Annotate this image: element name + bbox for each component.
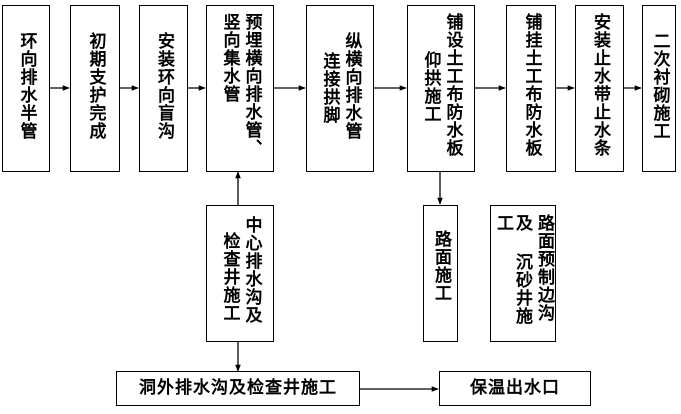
node-text: 保温出水口 — [470, 378, 560, 398]
node-central-drain: 中心排水沟及 检查井施工 — [206, 205, 274, 342]
node-text-col: 竖向集水管 — [219, 13, 240, 103]
node-text-col: 及 沉砂井施工 — [493, 214, 532, 325]
node-text-col: 铺挂土工布防水板 — [521, 13, 542, 157]
node-insulated-outlet: 保温出水口 — [439, 371, 591, 406]
node-embed-pipes: 预埋横向排水管、 竖向集水管 — [206, 5, 274, 172]
node-text-col: 环向排水半管 — [16, 32, 37, 140]
node-side-ditch: 路面预制边沟 及 沉砂井施工 — [490, 205, 556, 342]
node-waterstop: 安装止水带止水条 — [575, 5, 624, 172]
node-drainage-half-pipe: 环向排水半管 — [2, 5, 50, 172]
node-text-col: 铺设土工布防水板 — [442, 13, 463, 157]
node-text-col: 仰拱施工 — [420, 51, 441, 123]
node-longitudinal-pipes: 纵横向排水管 连接拱脚 — [306, 5, 374, 172]
node-text-col: 初期支护完成 — [85, 32, 106, 140]
node-text-col: 路面施工 — [431, 230, 451, 302]
node-text-col: 纵横向排水管 — [341, 32, 362, 140]
node-text-col: 中心排水沟及 — [241, 216, 262, 324]
node-text-col: 二次衬砌施工 — [649, 32, 670, 140]
node-text-col: 路面预制边沟 — [534, 214, 554, 322]
node-secondary-lining: 二次衬砌施工 — [642, 5, 676, 172]
node-text-col: 安装止水带止水条 — [590, 13, 610, 157]
node-waterproof-invert: 铺设土工布防水板 仰拱施工 — [407, 5, 475, 172]
node-text-col: 连接拱脚 — [319, 52, 340, 124]
node-text-col: 安装环向盲沟 — [154, 32, 174, 140]
node-outer-drain: 洞外排水沟及检查井施工 — [116, 371, 360, 406]
node-hang-waterproof: 铺挂土工布防水板 — [506, 5, 556, 172]
node-text: 洞外排水沟及检查井施工 — [139, 378, 337, 398]
node-primary-support: 初期支护完成 — [70, 5, 120, 172]
node-pavement: 路面施工 — [423, 205, 458, 342]
node-blind-ditch: 安装环向盲沟 — [139, 5, 188, 172]
node-text-col: 检查井施工 — [219, 232, 240, 322]
node-text-col: 预埋横向排水管、 — [241, 13, 262, 157]
